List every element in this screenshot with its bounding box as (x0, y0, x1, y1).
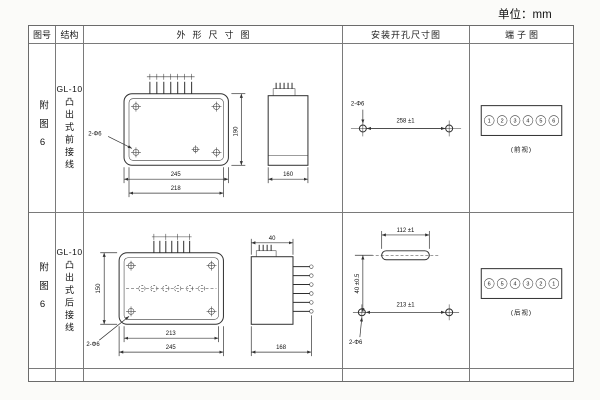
front-view-case (118, 252, 224, 325)
mounting-cell-row2: 112 ±1 40 ±0.5 213 ±1 2-Φ6 (343, 213, 470, 369)
dim-side-depth-row2: 168 (276, 345, 287, 351)
terminal-number: 1 (488, 119, 491, 125)
rear-terminal-row-hidden (126, 285, 217, 292)
model-label-row2: GL-10 (56, 246, 83, 257)
hole-spec-label-row2: 2-Φ6 (86, 342, 100, 348)
mounting-drawing-row2: 112 ±1 40 ±0.5 213 ±1 2-Φ6 (349, 228, 460, 346)
fig-no-row1: 附图6 (37, 99, 48, 157)
outline-cell-row1: 245 218 190 160 2-Φ6 (84, 44, 343, 213)
pin-pitch-marks (151, 233, 192, 240)
terminal-number: 4 (514, 282, 517, 288)
dim-hole-span-row1: 258 ±1 (396, 119, 415, 125)
dim-height-row2: 150 (96, 283, 102, 294)
mounting-cell-row1: 258 ±1 2-Φ6 (343, 44, 470, 213)
unit-label: 单位：mm (498, 9, 552, 21)
terminal-number: 1 (552, 282, 555, 288)
outline-drawing-row1: 245 218 190 160 2-Φ6 (88, 73, 309, 198)
terminal-cell-row2: 6 5 4 3 2 1 (后视) (470, 213, 573, 369)
dim-vert-span-row2: 40 ±0.5 (355, 273, 361, 293)
terminal-diagram-row2: 6 5 4 3 2 1 (后视) (480, 268, 563, 316)
terminal-number: 2 (539, 282, 542, 288)
terminal-number: 3 (514, 119, 517, 125)
header-structure: 结构 (56, 26, 84, 44)
dimension-lines (361, 109, 446, 131)
pin-pitch-marks (146, 73, 195, 80)
dimension-lines (99, 238, 312, 357)
table-footer-cell (84, 369, 343, 381)
table-footer-cell (29, 369, 56, 381)
table-footer-cell (56, 369, 84, 381)
structure-desc-row2: 凸出式后接线 (64, 259, 74, 335)
dim-width-inner-row1: 218 (171, 186, 182, 192)
dim-slot-span-row2: 112 ±1 (397, 228, 415, 234)
terminal-cell-row1: 1 2 3 4 5 6 (前视) (470, 44, 573, 213)
mounting-drawing-row1: 258 ±1 2-Φ6 (350, 102, 462, 137)
dim-hole-span-row2: 213 ±1 (396, 302, 415, 308)
structure-row1: GL-10 凸出式前接线 (56, 84, 82, 172)
side-view-case (250, 244, 294, 325)
terminal-box (480, 268, 563, 299)
structure-row2: GL-10 凸出式后接线 (56, 247, 82, 335)
outline-cell-row2: 213 245 150 40 168 2-Φ6 (84, 213, 343, 369)
dimension-lines (107, 93, 309, 198)
mounting-holes (126, 260, 217, 317)
structure-cell-row1: GL-10 凸出式前接线 (56, 44, 84, 213)
outline-drawing-row2: 213 245 150 40 168 2-Φ6 (86, 233, 314, 357)
hole-spec-label-mounting-row2: 2-Φ6 (349, 340, 363, 346)
terminal-number: 4 (526, 119, 529, 125)
model-label-row1: GL-10 (56, 84, 83, 94)
terminal-circles (483, 278, 560, 289)
drill-holes (358, 124, 454, 133)
header-outline: 外形尺寸图 (84, 26, 343, 44)
hole-spec-label-mounting-row1: 2-Φ6 (351, 102, 365, 108)
fig-no-cell-row1: 附图6 (29, 44, 56, 213)
dim-height-row1: 190 (233, 126, 239, 137)
top-terminal-pins (149, 81, 193, 94)
terminal-view-label-row1: (前视) (511, 144, 532, 153)
dim-side-top-row2: 40 (269, 236, 276, 242)
terminal-number: 5 (539, 119, 542, 125)
hole-spec-label-row1: 2-Φ6 (88, 131, 102, 137)
header-mounting: 安装开孔尺寸图 (343, 26, 470, 44)
structure-cell-row2: GL-10 凸出式后接线 (56, 213, 84, 369)
terminal-box (480, 105, 563, 136)
side-view-case (267, 82, 309, 166)
structure-desc-row1: 凸出式前接线 (64, 97, 74, 172)
mounting-holes (130, 101, 222, 158)
terminal-number: 6 (488, 282, 491, 288)
terminal-view-label-row2: (后视) (511, 307, 532, 316)
terminal-circles (483, 115, 560, 126)
dimension-lines (354, 230, 446, 338)
header-fig-no: 图号 (29, 26, 56, 44)
terminal-diagram-row1: 1 2 3 4 5 6 (前视) (480, 105, 563, 153)
terminal-number: 2 (501, 119, 504, 125)
fig-no-cell-row2: 附图6 (29, 213, 56, 369)
dim-width-inner-row2: 213 (166, 331, 177, 337)
top-terminal-pins (153, 240, 191, 253)
rear-terminal-studs (292, 264, 314, 314)
header-terminal: 端子图 (470, 26, 573, 44)
spec-table: 图号 结构 外形尺寸图 安装开孔尺寸图 端子图 附图6 GL-10 凸出式前接线 (28, 25, 574, 382)
front-view-case (123, 93, 229, 166)
terminal-number: 6 (552, 119, 555, 125)
table-footer-cell (343, 369, 470, 381)
table-footer-cell (470, 369, 573, 381)
dim-width-outer-row2: 245 (166, 345, 177, 351)
terminal-number: 5 (501, 282, 504, 288)
fig-no-row2: 附图6 (37, 262, 48, 319)
terminal-number: 3 (526, 282, 529, 288)
dim-side-depth-row1: 160 (283, 172, 294, 178)
dim-width-outer-row1: 245 (171, 172, 182, 178)
